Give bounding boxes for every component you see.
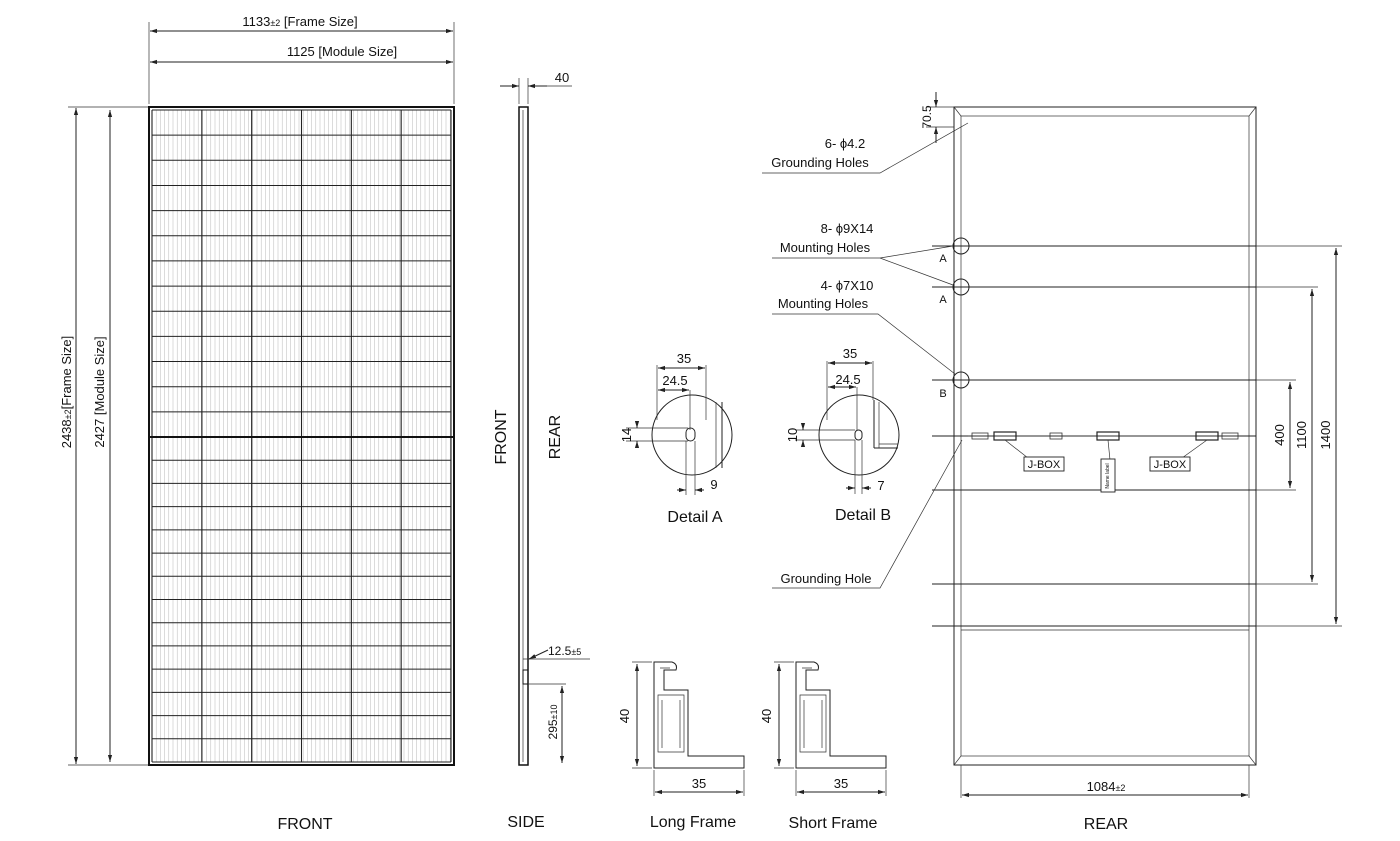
marker-b: B [939, 388, 946, 400]
detail-a-hole-w: 9 [710, 477, 717, 492]
detail-b-hole-h: 10 [785, 428, 800, 442]
mounting-b-count: 4- ϕ7X10 [821, 278, 874, 293]
rear-dim-1400: 1400 [1318, 421, 1333, 450]
rear-width-dim: 1084±2 [1087, 779, 1126, 794]
long-frame-caption: Long Frame [650, 814, 736, 831]
front-caption: FRONT [277, 816, 332, 833]
short-frame-width: 35 [834, 776, 848, 791]
module-width-dim: 1125 [Module Size] [287, 44, 397, 59]
detail-b-width: 35 [843, 346, 857, 361]
cable-offset-dim: 12.5±5 [548, 644, 581, 658]
short-frame-caption: Short Frame [789, 815, 878, 832]
rear-view: 400 1100 1400 70.5 A A B 6- ϕ4.2 Groundi… [762, 92, 1342, 833]
frame-width-dim: 1133±2 [Frame Size] [242, 14, 357, 29]
mounting-a-count: 8- ϕ9X14 [821, 221, 874, 236]
grounding-hole-label: Grounding Hole [780, 571, 871, 586]
short-frame-height: 40 [759, 709, 774, 723]
detail-a-caption: Detail A [667, 509, 722, 526]
cable-length-dim: 295±10 [546, 705, 560, 740]
grounding-holes-count: 6- ϕ4.2 [825, 136, 866, 151]
detail-a-inner: 24.5 [662, 373, 687, 388]
rear-caption: REAR [1084, 816, 1128, 833]
detail-a-width: 35 [677, 351, 691, 366]
detail-a: 35 24.5 14 9 Detail A [619, 351, 733, 526]
rear-dim-1100: 1100 [1294, 421, 1309, 449]
detail-a-hole-h: 14 [619, 428, 634, 442]
side-thickness-dim: 40 [555, 70, 569, 85]
module-height-dim: 2427 [Module Size] [92, 336, 107, 447]
long-frame-profile: 40 35 Long Frame [617, 661, 745, 831]
jbox-label-1: J-BOX [1028, 459, 1061, 471]
detail-b-caption: Detail B [835, 507, 891, 524]
nameplate-label: Name label [1105, 463, 1111, 488]
mounting-a-label: Mounting Holes [780, 240, 871, 255]
jbox-label-2: J-BOX [1154, 459, 1187, 471]
side-front-label: FRONT [493, 409, 510, 464]
grounding-holes-label: Grounding Holes [771, 155, 869, 170]
marker-a-1: A [939, 253, 947, 265]
side-rear-label: REAR [547, 415, 564, 459]
short-frame-profile: 40 35 Short Frame [759, 661, 887, 832]
rear-dim-400: 400 [1272, 424, 1287, 446]
marker-a-2: A [939, 294, 947, 306]
front-view: 1133±2 [Frame Size] 1125 [Module Size] 2… [59, 14, 455, 833]
detail-b: 35 24.5 10 7 Detail B [785, 346, 900, 524]
rear-top-offset: 70.5 [920, 105, 934, 129]
frame-height-dim: 2438±2[Frame Size] [59, 336, 74, 449]
detail-b-hole-w: 7 [877, 478, 884, 493]
side-view: 40 FRONT REAR 12.5±5 295±10 SIDE [493, 70, 590, 831]
long-frame-height: 40 [617, 709, 632, 723]
detail-b-inner: 24.5 [835, 372, 860, 387]
long-frame-width: 35 [692, 776, 706, 791]
mounting-b-label: Mounting Holes [778, 296, 869, 311]
side-caption: SIDE [507, 814, 544, 831]
